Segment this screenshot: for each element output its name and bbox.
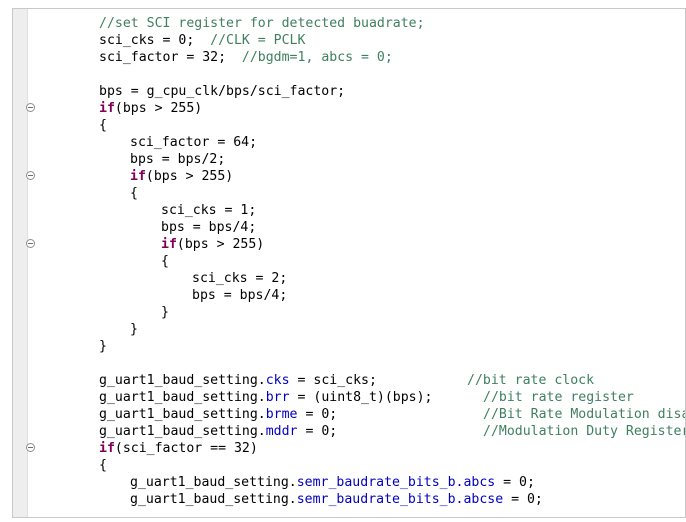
brace: } <box>161 305 169 320</box>
statement: sci_factor = 32; <box>99 50 242 65</box>
statement: bps = bps/4; <box>161 220 257 235</box>
comment: //set SCI register for detected buadrate… <box>99 16 425 31</box>
code-line: sci_cks = 1; <box>27 202 685 219</box>
editor-gutter <box>13 9 28 517</box>
assignment: = sci_cks; <box>289 373 377 388</box>
condition: (bps > 255) <box>176 237 265 252</box>
code-text: g_uart1_baud_setting.semr_baudrate_bits_… <box>130 474 535 491</box>
code-text: if(bps > 255) <box>130 168 233 185</box>
code-line: //set SCI register for detected buadrate… <box>27 15 685 32</box>
brace: { <box>99 118 107 133</box>
collapse-minus-icon[interactable] <box>26 171 35 180</box>
assignment: = (uint8_t)(bps); <box>289 390 433 405</box>
code-text: g_uart1_baud_setting.semr_baudrate_bits_… <box>130 491 543 508</box>
keyword: if <box>99 101 115 116</box>
object-name: g_uart1_baud_setting. <box>130 492 297 507</box>
code-line: sci_cks = 0; //CLK = PCLK <box>27 32 685 49</box>
code-line-blank <box>27 355 685 372</box>
field-name: semr_baudrate_bits_b.abcse <box>296 492 504 507</box>
collapse-minus-icon[interactable] <box>26 239 35 248</box>
condition: (bps > 255) <box>145 169 234 184</box>
code-editor[interactable]: //set SCI register for detected buadrate… <box>12 8 686 518</box>
code-line: g_uart1_baud_setting.mddr = 0; //Modulat… <box>27 423 685 440</box>
assignment: = 0; <box>495 475 535 490</box>
code-line: { <box>27 457 685 474</box>
code-line: if(bps > 255) <box>26 168 685 185</box>
code-line: if(sci_factor == 32) <box>26 440 685 457</box>
code-line: if(bps > 255) <box>26 100 685 117</box>
field-name: semr_baudrate_bits_b.abcs <box>296 475 496 490</box>
code-line: bps = bps/4; <box>27 287 685 304</box>
brace: } <box>99 339 107 354</box>
code-line: { <box>27 253 685 270</box>
object-name: g_uart1_baud_setting. <box>99 390 266 405</box>
statement: sci_cks = 1; <box>161 203 257 218</box>
statement: bps = bps/4; <box>192 288 288 303</box>
code-line: g_uart1_baud_setting.brr = (uint8_t)(bps… <box>27 389 685 406</box>
object-name: g_uart1_baud_setting. <box>99 373 266 388</box>
object-name: g_uart1_baud_setting. <box>99 407 266 422</box>
brace: { <box>161 254 169 269</box>
code-line: if(bps > 255) <box>26 236 685 253</box>
code-line: g_uart1_baud_setting.cks = sci_cks; //bi… <box>27 372 685 389</box>
comment: //CLK = PCLK <box>210 33 306 48</box>
statement: sci_cks = 0; <box>99 33 211 48</box>
code-text: g_uart1_baud_setting.cks = sci_cks; <box>99 372 377 389</box>
code-text: if(bps > 255) <box>161 236 264 253</box>
code-line: g_uart1_baud_setting.brme = 0; //Bit Rat… <box>27 406 685 423</box>
field-name: brme <box>265 407 298 422</box>
keyword: if <box>99 441 115 456</box>
brace: } <box>130 322 138 337</box>
code-line: } <box>27 321 685 338</box>
code-text: sci_cks = 0; //CLK = PCLK <box>99 32 305 49</box>
code-text: g_uart1_baud_setting.brme = 0; <box>99 406 337 423</box>
assignment: = 0; <box>297 424 338 439</box>
code-line: sci_cks = 2; <box>27 270 685 287</box>
statement: bps = bps/2; <box>130 152 226 167</box>
comment: //bgdm=1, abcs = 0; <box>241 50 393 65</box>
code-text: g_uart1_baud_setting.brr = (uint8_t)(bps… <box>99 389 432 406</box>
code-line: } <box>27 304 685 321</box>
comment: //bit rate clock <box>467 373 595 388</box>
code-line: } <box>27 338 685 355</box>
assignment: = 0; <box>297 407 338 422</box>
code-text: sci_factor = 32; //bgdm=1, abcs = 0; <box>99 49 393 66</box>
comment: //bit rate register <box>483 390 634 405</box>
comment: //Bit Rate Modulation disabl <box>483 407 686 422</box>
field-name: mddr <box>265 424 298 439</box>
statement: bps = g_cpu_clk/bps/sci_factor; <box>99 84 346 99</box>
code-area[interactable]: //set SCI register for detected buadrate… <box>26 15 685 517</box>
code-text: if(bps > 255) <box>99 100 202 117</box>
code-line: sci_factor = 32; //bgdm=1, abcs = 0; <box>27 49 685 66</box>
assignment: = 0; <box>503 492 543 507</box>
object-name: g_uart1_baud_setting. <box>99 424 266 439</box>
code-text: if(sci_factor == 32) <box>99 440 258 457</box>
statement: sci_factor = 64; <box>130 135 258 150</box>
condition: (sci_factor == 32) <box>114 441 258 456</box>
code-line: bps = g_cpu_clk/bps/sci_factor; <box>27 83 685 100</box>
field-name: brr <box>265 390 290 405</box>
code-text: g_uart1_baud_setting.mddr = 0; <box>99 423 337 440</box>
keyword: if <box>130 169 146 184</box>
keyword: if <box>161 237 177 252</box>
comment: //Modulation Duty Register <box>483 424 686 439</box>
brace: { <box>99 458 107 473</box>
code-line-blank <box>27 66 685 83</box>
code-line: bps = bps/4; <box>27 219 685 236</box>
collapse-minus-icon[interactable] <box>26 443 35 452</box>
code-line: sci_factor = 64; <box>27 134 685 151</box>
code-line: g_uart1_baud_setting.semr_baudrate_bits_… <box>27 474 685 491</box>
code-line: { <box>27 117 685 134</box>
code-line: { <box>27 185 685 202</box>
code-line: bps = bps/2; <box>27 151 685 168</box>
object-name: g_uart1_baud_setting. <box>130 475 297 490</box>
condition: (bps > 255) <box>114 101 203 116</box>
statement: sci_cks = 2; <box>192 271 288 286</box>
field-name: cks <box>265 373 290 388</box>
collapse-minus-icon[interactable] <box>26 103 35 112</box>
code-line: g_uart1_baud_setting.semr_baudrate_bits_… <box>27 491 685 508</box>
brace: { <box>130 186 138 201</box>
